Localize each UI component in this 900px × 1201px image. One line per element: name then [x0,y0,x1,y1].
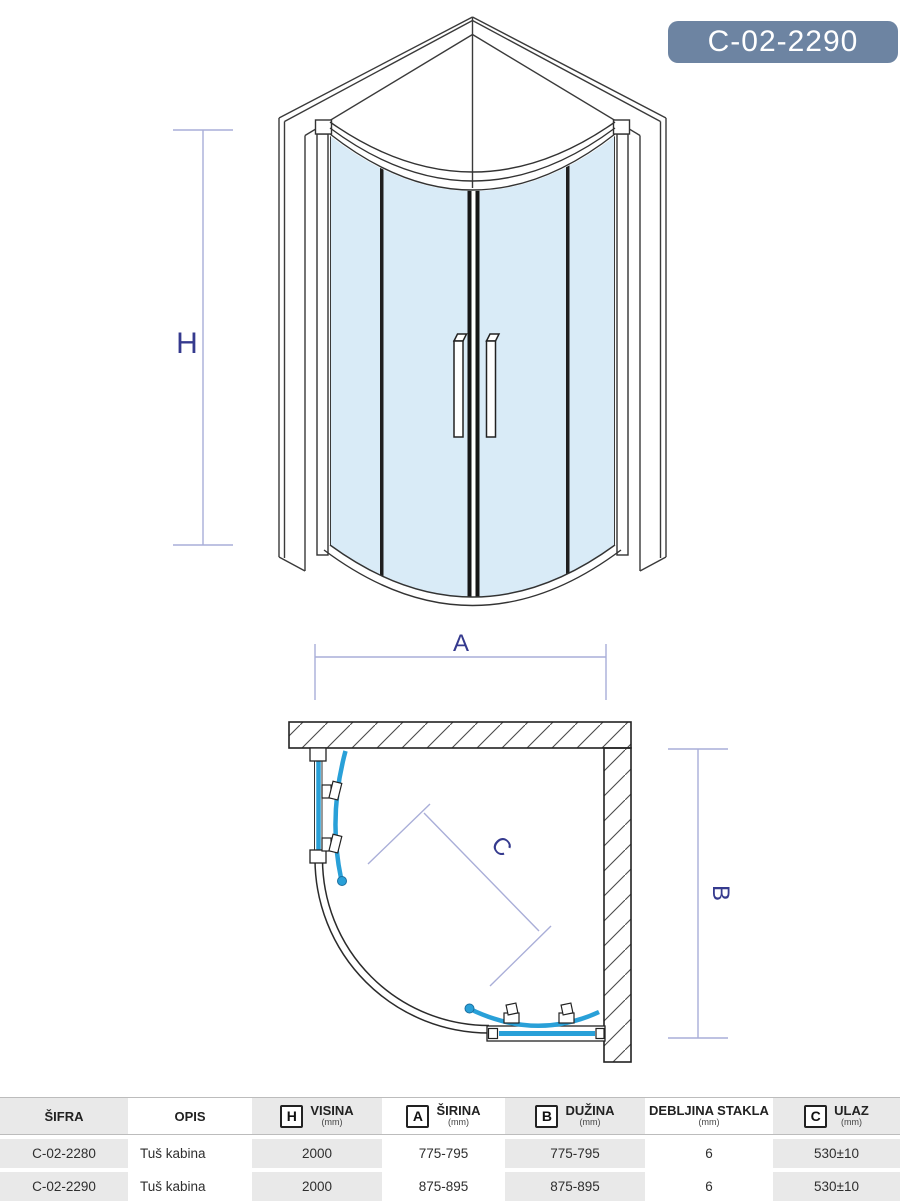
dimension-a-label: A [453,630,469,657]
dimension-c-label: C [486,831,517,862]
header-label: VISINA [310,1103,354,1119]
header-unit: (mm) [448,1117,469,1128]
header-debljina: DEBLJINA STAKLA(mm) [645,1098,773,1134]
left-handle [453,340,464,438]
shower-cabin-technical-drawing: H A [173,16,734,1063]
roller [503,1002,520,1024]
cell-opis: Tuš kabina [140,1146,206,1161]
left-fixed-panel [309,747,327,864]
letter-box-h: H [280,1104,304,1128]
header-label: OPIS [174,1108,206,1124]
side-profiles [314,119,631,556]
header-label: ULAZ [834,1103,869,1119]
top-rail [329,121,616,191]
header-label: ŠIFRA [44,1108,84,1124]
dimension-c [367,803,552,987]
header-label: ŠIRINA [436,1103,481,1119]
front-view: H [173,16,667,607]
product-code-badge: C-02-2290 [668,21,898,63]
header-sirina: A ŠIRINA(mm) [382,1098,505,1134]
dimension-a [314,644,607,700]
cell-visina: 2000 [252,1139,382,1168]
table-row: C-02-2280 Tuš kabina 2000 775-795 775-79… [0,1139,900,1168]
right-handle [485,340,497,438]
plan-view: A [288,630,734,1063]
header-unit: (mm) [579,1117,601,1128]
header-visina: H VISINA(mm) [252,1098,382,1134]
cell-sifra: C-02-2290 [0,1172,128,1201]
plan-wall-right [603,747,632,1063]
glass-panel-dividers [330,136,615,597]
dimension-b [668,748,728,1039]
spec-table: ŠIFRA OPIS H VISINA(mm) A ŠIRINA(mm) B D… [0,1097,900,1201]
corner-walls [278,16,667,572]
cell-opis: Tuš kabina [140,1179,206,1194]
spec-table-header: ŠIFRA OPIS H VISINA(mm) A ŠIRINA(mm) B D… [0,1097,900,1135]
header-sifra: ŠIFRA [0,1098,128,1134]
header-ulaz: C ULAZ(mm) [773,1098,900,1134]
header-label: DUŽINA [565,1103,615,1119]
header-opis: OPIS [128,1098,252,1134]
roller [321,780,343,801]
cell-debljina: 6 [705,1146,713,1161]
header-unit: (mm) [840,1117,862,1128]
dimension-h [173,129,233,546]
letter-box-c: C [804,1104,828,1128]
bottom-rail [323,544,622,607]
dimension-b-label: B [707,885,734,901]
roller [321,833,343,854]
cell-duzina: 875-895 [505,1172,645,1201]
bottom-fixed-panel [486,1025,606,1042]
letter-box-b: B [535,1104,559,1128]
door-handles [452,333,501,438]
cell-duzina: 775-795 [505,1139,645,1168]
cell-ulaz: 530±10 [773,1172,900,1201]
cell-ulaz: 530±10 [773,1139,900,1168]
cell-debljina: 6 [705,1179,713,1194]
cell-sifra: C-02-2280 [0,1139,128,1168]
header-unit: (mm) [698,1117,720,1128]
dimension-h-label: H [176,327,198,360]
left-sliding-door [321,750,348,886]
bottom-sliding-door [464,1002,600,1028]
plan-wall-top [288,721,632,749]
table-row: C-02-2290 Tuš kabina 2000 875-895 875-89… [0,1172,900,1201]
roller [558,1002,575,1024]
cell-sirina: 875-895 [418,1179,469,1194]
header-unit: (mm) [321,1117,343,1128]
cell-visina: 2000 [252,1172,382,1201]
cell-sirina: 775-795 [418,1146,469,1161]
header-duzina: B DUŽINA(mm) [505,1098,645,1134]
header-label: DEBLJINA STAKLA [649,1103,769,1119]
letter-box-a: A [406,1104,430,1128]
